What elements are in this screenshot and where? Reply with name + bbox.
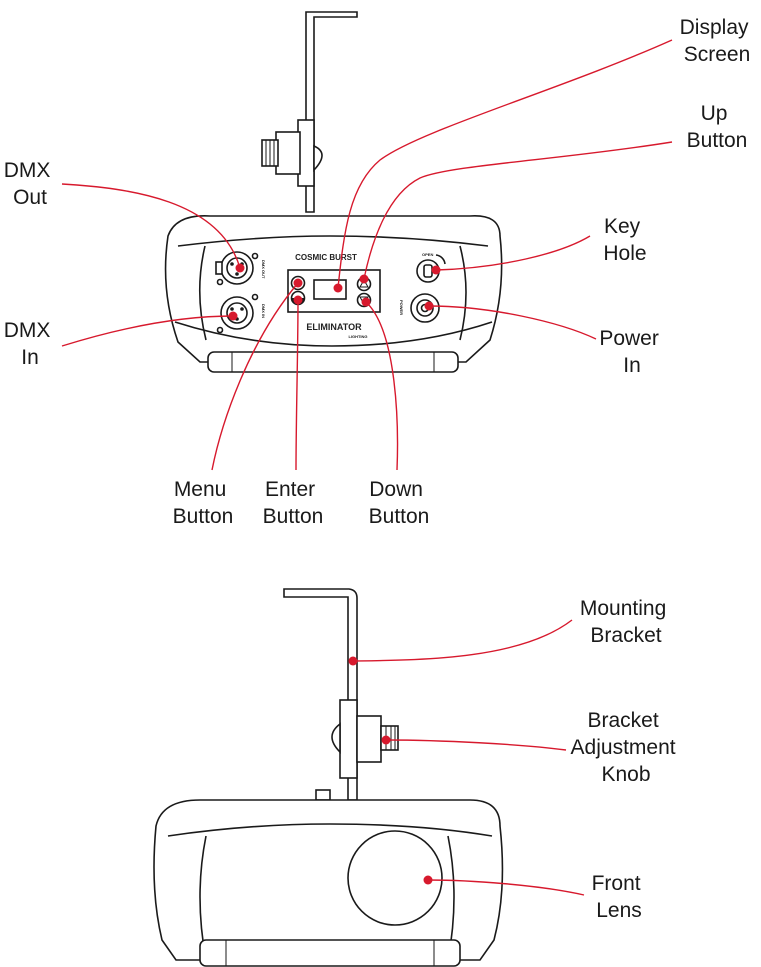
label-power-in: Power In (599, 327, 664, 377)
power-small-label: POWER (399, 300, 404, 315)
dmx-in-connector (216, 293, 259, 334)
dot-bracket-adjustment-knob (381, 735, 391, 745)
top-mounting-bracket (305, 11, 358, 213)
dot-menu-button (293, 278, 303, 288)
callout-labels: Display Screen Up Button Key Hole Power … (4, 16, 755, 922)
dot-key-hole (431, 265, 441, 275)
dmx-in-small-label: DMX IN (261, 304, 266, 318)
leader-power-in (428, 305, 597, 340)
dot-mounting-bracket (348, 656, 358, 666)
leader-dmx-in (61, 315, 234, 347)
model-name: COSMIC BURST (295, 253, 357, 262)
leader-lines (61, 39, 673, 896)
dot-dmx-in (228, 311, 238, 321)
dmx-out-small-label: DMX OUT (261, 260, 266, 279)
dot-front-lens (423, 875, 433, 885)
leader-display-screen (337, 39, 673, 289)
leader-front-lens (427, 879, 585, 896)
front-housing (153, 799, 504, 967)
leader-up-button (363, 141, 673, 280)
dot-up-button (359, 274, 369, 284)
label-key-hole: Key Hole (603, 215, 646, 265)
label-dmx-out: DMX Out (4, 159, 57, 209)
leader-bracket-adjustment-knob (385, 739, 567, 751)
leader-enter-button (295, 299, 299, 471)
dot-display-screen (333, 283, 343, 293)
label-mounting-bracket: Mounting Bracket (580, 597, 672, 647)
leader-dmx-out (61, 183, 241, 269)
brand-sub-text: LIGHTING (348, 334, 367, 339)
brand-logo-text: ELIMINATOR (306, 322, 362, 332)
label-front-lens: Front Lens (592, 872, 647, 922)
top-adjustment-knob (261, 119, 323, 187)
label-bracket-adjustment-knob: Bracket Adjustment Knob (571, 709, 682, 786)
front-lens (347, 830, 443, 926)
label-down-button: Down Button (369, 478, 430, 528)
leader-mounting-bracket (352, 619, 573, 662)
label-dmx-in: DMX In (4, 319, 57, 369)
leader-key-hole (435, 235, 591, 271)
dot-down-button (361, 297, 371, 307)
dot-dmx-out (235, 263, 245, 273)
label-display-screen: Display Screen (680, 16, 755, 66)
dot-enter-button (293, 295, 303, 305)
leader-down-button (365, 301, 399, 471)
leader-menu-button (211, 282, 299, 471)
label-enter-button: Enter Button (263, 478, 324, 528)
dot-power-in (424, 301, 434, 311)
label-menu-button: Menu Button (173, 478, 234, 528)
label-up-button: Up Button (687, 102, 748, 152)
open-small-label: OPEN (422, 252, 433, 257)
